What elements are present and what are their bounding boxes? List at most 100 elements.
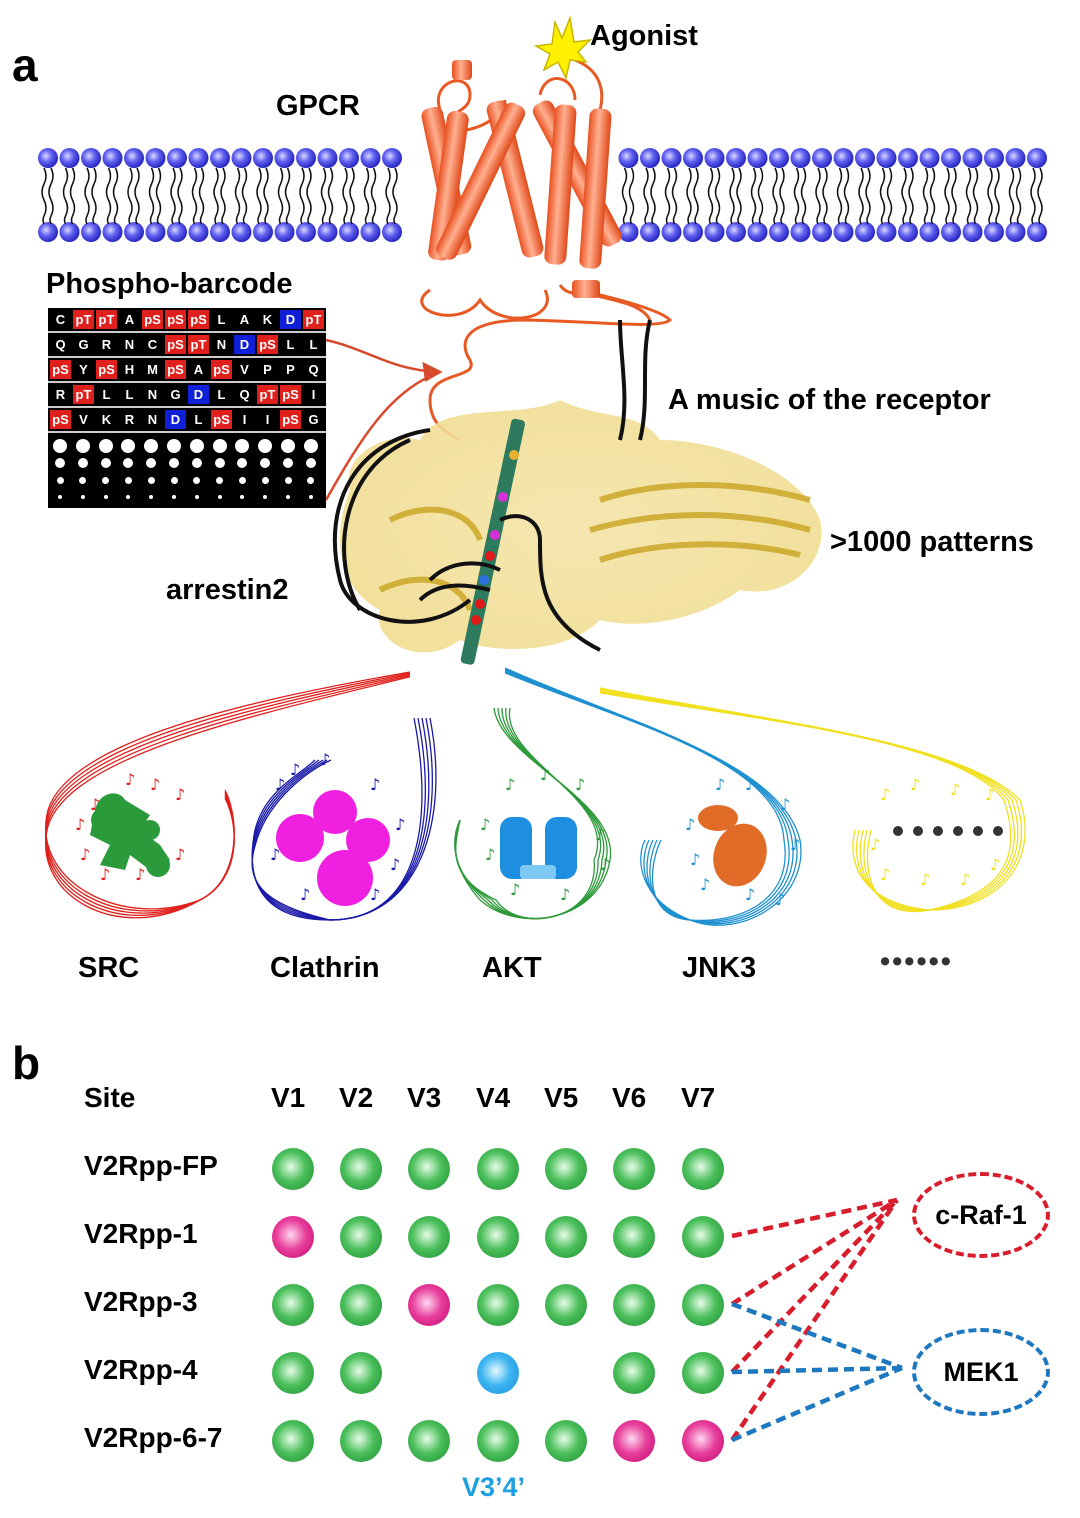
music-note-icon: ♪ [960, 870, 970, 889]
music-note-icon: ♪ [370, 775, 380, 794]
effector-staff-line [455, 707, 599, 920]
music-note-icon: ♪ [270, 845, 280, 864]
barcode-dot [75, 439, 90, 453]
music-note-icon: ♪ [745, 885, 755, 904]
effector-staff-line [599, 690, 1015, 912]
phospho-site-dot [477, 1216, 519, 1258]
site-column-header: V1 [271, 1082, 306, 1113]
effector-staff-line [251, 717, 437, 921]
interaction-line [730, 1198, 899, 1306]
barcode-residue: pS [211, 410, 232, 429]
effector-label-more: •••••• [880, 946, 953, 978]
phospho-site-dot [340, 1148, 382, 1190]
lipid-head [855, 148, 875, 168]
agonist-icon [533, 15, 593, 81]
barcode-dot [58, 495, 62, 499]
phospho-barcode-title: Phospho-barcode [46, 268, 293, 300]
barcode-dot [237, 458, 248, 468]
music-note-icon: ♪ [990, 855, 1000, 874]
barcode-residue: D [165, 410, 186, 429]
music-note-icon: ♪ [560, 885, 570, 904]
barcode-dot [80, 495, 85, 499]
peptide-row-label: V2Rpp-1 [84, 1218, 198, 1249]
barcode-dot [238, 476, 246, 484]
effector-staff-line [251, 717, 433, 921]
lipid-tail [220, 167, 226, 225]
gpcr-helices [421, 60, 622, 298]
barcode-dot [172, 495, 176, 499]
barcode-dot [79, 476, 87, 484]
lipid-head [919, 222, 940, 242]
barcode-dot [263, 495, 268, 499]
peptide-row-label: V2Rpp-FP [84, 1150, 218, 1181]
music-note-icon: ♪ [920, 870, 930, 889]
lipid-tail [299, 167, 305, 225]
barcode-residue: P [263, 362, 272, 377]
effector-staff-line [599, 692, 1012, 913]
peptide-row-label: V2Rpp-6-7 [84, 1422, 223, 1453]
lipid-tail [686, 167, 692, 225]
lipid-head [188, 222, 209, 242]
lipid-head [833, 148, 854, 168]
phospho-site-dot [682, 1352, 724, 1394]
lipid-head [38, 222, 58, 242]
phospho-site-dot [682, 1420, 724, 1462]
barcode-dot [283, 458, 293, 468]
lipid-head [210, 148, 230, 168]
lipid-tail [901, 167, 907, 225]
barcode-dot [305, 458, 316, 468]
lipid-tail [643, 167, 649, 225]
effector-staff-line [599, 689, 1019, 911]
arrestin-structure [332, 319, 822, 665]
music-note-icon: ♪ [480, 815, 490, 834]
barcode-dot [170, 476, 178, 484]
lipid-tail [714, 167, 721, 225]
barcode-residue: pT [73, 385, 94, 404]
lipid-tail [277, 167, 284, 225]
barcode-residue: pS [280, 385, 301, 404]
jnk3-protein-icon [698, 805, 767, 887]
lipid-tail [263, 167, 269, 225]
barcode-dot [55, 458, 65, 468]
barcode-dots [48, 436, 326, 508]
music-note-icon: ♪ [505, 775, 515, 794]
phospho-site-dot [272, 1148, 314, 1190]
barcode-residue: pS [50, 360, 71, 379]
phospho-site-dot [408, 1216, 450, 1258]
music-note-icon: ♪ [595, 825, 605, 844]
lipid-head [124, 222, 144, 242]
phospho-site-dot [613, 1148, 655, 1190]
lipid-tail [177, 167, 183, 225]
panel-a-illustration: ♪♪♪♪♪♪♪♪♪♪♪♪♪♪♪♪♪♪♪♪♪♪♪♪♪♪♪♪♪♪♪♪♪♪♪♪♪♪♪♪… [38, 15, 1047, 926]
lipid-head [747, 222, 768, 242]
effector-staff-line [251, 717, 426, 921]
lipid-tail [363, 167, 370, 225]
lipid-head [726, 148, 746, 168]
phospho-site-dot [340, 1284, 382, 1326]
interaction-line [731, 1197, 898, 1239]
barcode-residue: Y [79, 362, 88, 377]
barcode-residue: pS [165, 360, 186, 379]
music-note-icon: ♪ [275, 775, 285, 794]
barcode-residue: C [147, 337, 158, 352]
barcode-residue: Q [308, 362, 319, 377]
barcode-residue: L [309, 337, 318, 352]
barcode-dot [123, 458, 134, 468]
lipid-head [919, 148, 940, 168]
music-note-icon: ♪ [690, 850, 700, 869]
lipid-tail [1037, 167, 1043, 225]
effector-staff-line [454, 707, 602, 920]
barcode-residue: D [188, 385, 209, 404]
lipid-tail [370, 167, 377, 225]
lipid-tail [750, 167, 757, 225]
barcode-dot [194, 495, 199, 499]
lipid-head [704, 148, 725, 168]
music-note-icon: ♪ [870, 835, 880, 854]
phospho-site-dot [408, 1284, 450, 1326]
music-note-icon: ♪ [540, 765, 550, 784]
phospho-site-dot [408, 1148, 450, 1190]
barcode-dot [167, 439, 181, 453]
lipid-head [231, 222, 252, 242]
